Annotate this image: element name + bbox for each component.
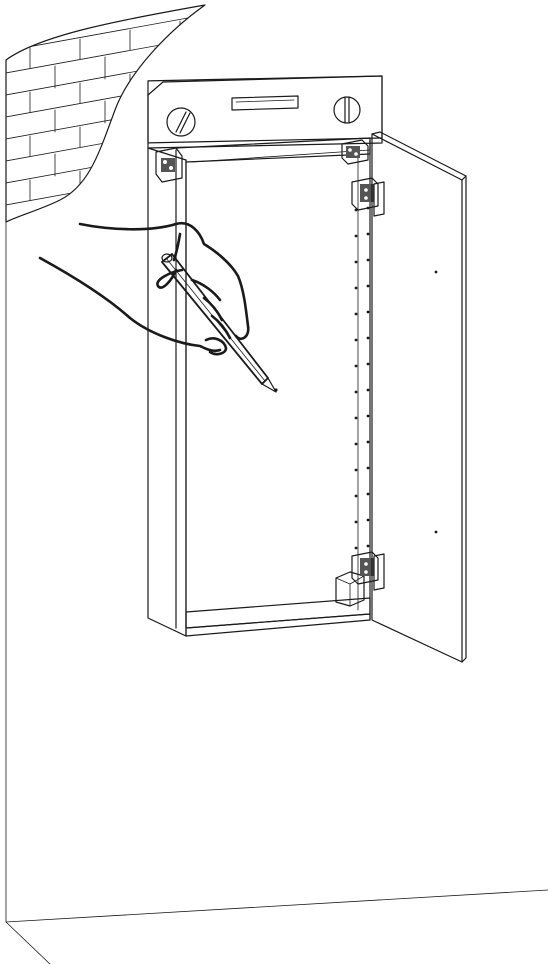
hanging-bracket-right bbox=[341, 139, 369, 165]
hinge-bottom bbox=[351, 551, 385, 591]
spirit-level bbox=[147, 75, 383, 149]
room-outline bbox=[5, 59, 548, 964]
hanging-bracket-left bbox=[155, 147, 183, 183]
door-pin-top bbox=[434, 270, 438, 274]
pencil bbox=[161, 253, 278, 393]
door-pin-bottom bbox=[434, 530, 438, 534]
bottom-block bbox=[335, 571, 365, 607]
shelf-holes bbox=[354, 206, 370, 550]
cabinet-door bbox=[371, 131, 467, 663]
brick-wall bbox=[5, 4, 206, 223]
cabinet-body bbox=[147, 137, 371, 637]
hand-with-pencil bbox=[38, 221, 278, 393]
